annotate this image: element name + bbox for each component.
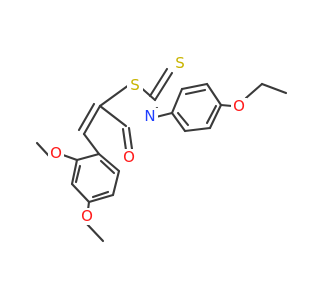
molecule-diagram: S S N O O O O [35, 54, 288, 243]
dimethoxyphenyl-ring [35, 141, 121, 243]
ring-sulfur-label: S [130, 76, 140, 94]
methoxy-oxygen-2-label: O [50, 144, 62, 162]
methoxy-oxygen-4-label: O [81, 207, 93, 225]
thione-sulfur-label: S [175, 54, 185, 72]
nitrogen-label: N [144, 107, 155, 125]
atom-labels: S S N O O O O [48, 54, 247, 225]
carbonyl-oxygen-label: O [123, 148, 135, 166]
benzylidene-linker [77, 102, 102, 156]
ethoxy-oxygen-label: O [233, 97, 245, 115]
structure-canvas: S S N O O O O [35, 54, 288, 243]
ethoxyphenyl-ring [150, 82, 288, 133]
